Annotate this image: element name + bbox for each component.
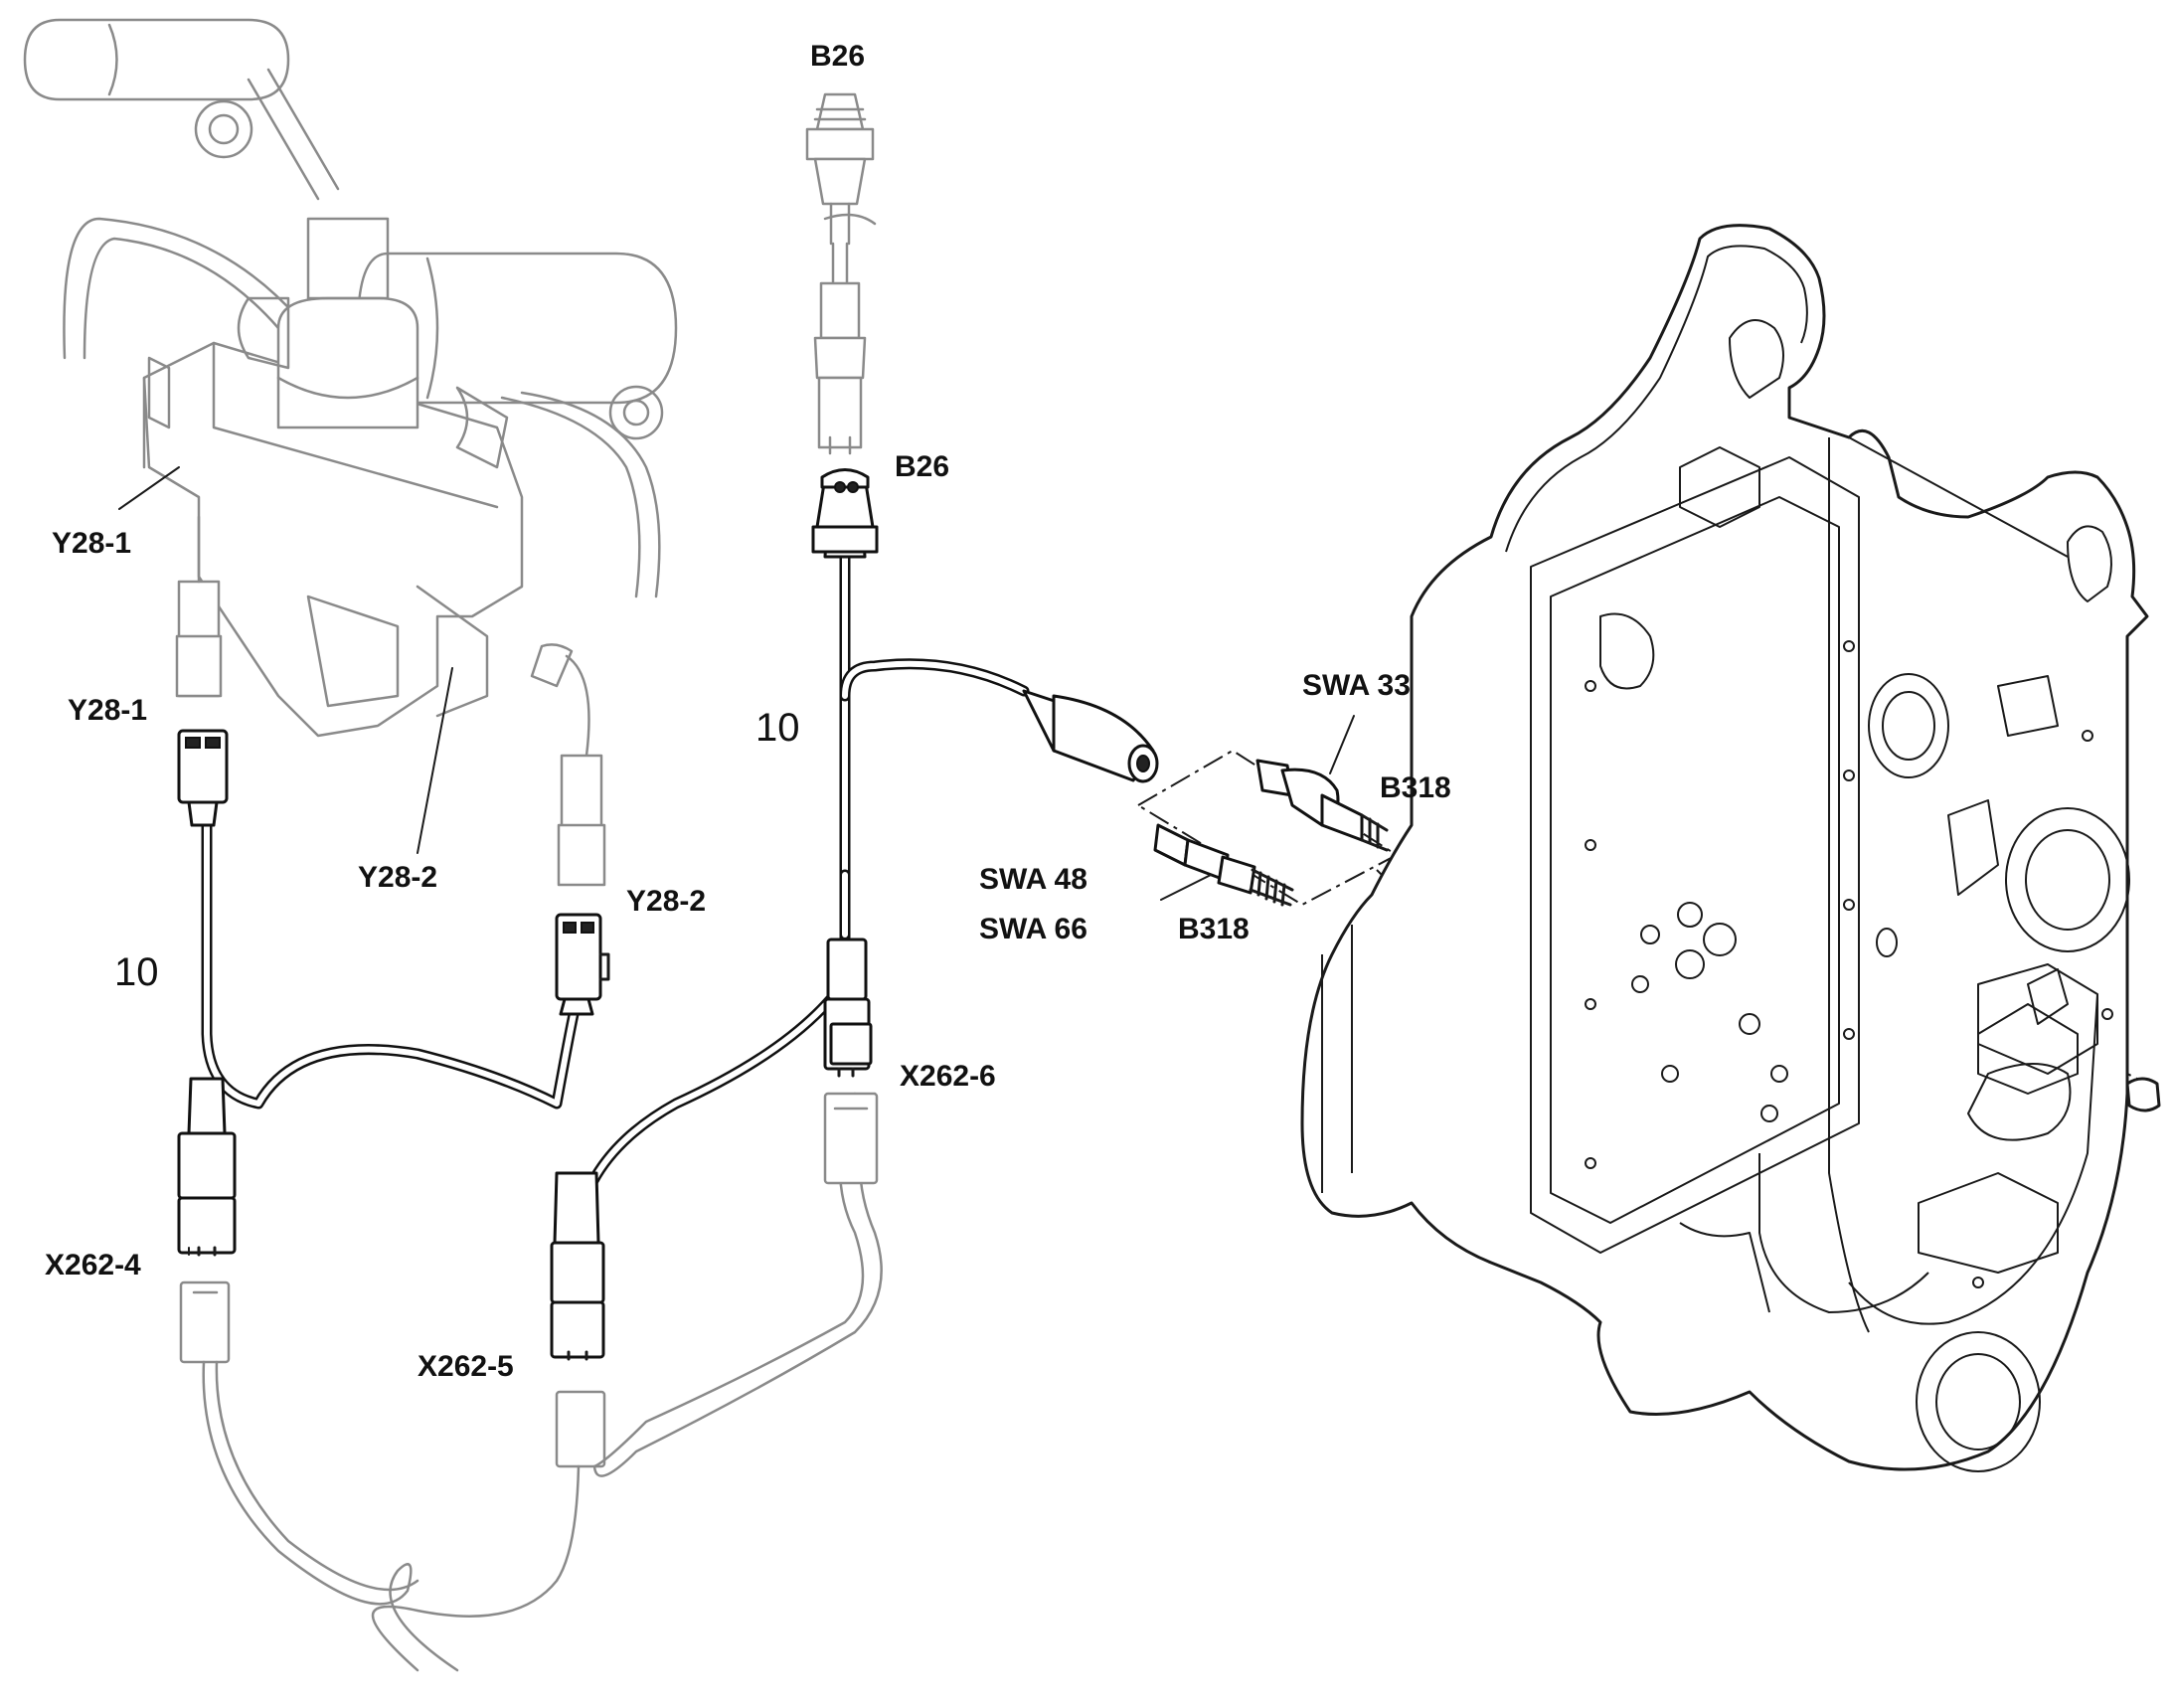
harness-middle <box>550 468 1159 1361</box>
label-swa-66: SWA 66 <box>979 913 1087 945</box>
label-x262-4: X262-4 <box>45 1249 141 1281</box>
label-swa-48: SWA 48 <box>979 863 1087 896</box>
label-item-10-left: 10 <box>114 950 159 994</box>
label-b318-bottom: B318 <box>1178 913 1250 945</box>
harness-left <box>177 729 610 1257</box>
label-x262-6: X262-6 <box>900 1060 996 1093</box>
label-b26-mid: B26 <box>895 450 950 483</box>
label-b26-top: B26 <box>810 40 866 73</box>
label-b318-right: B318 <box>1380 771 1451 804</box>
quick-coupler-frame <box>1300 224 2161 1472</box>
label-swa-33: SWA 33 <box>1302 669 1411 702</box>
label-y28-1-connector: Y28-1 <box>68 694 148 727</box>
leader-y28-1 <box>118 466 180 510</box>
leader-swa-48 <box>1160 874 1212 901</box>
label-y28-2-connector: Y28-2 <box>626 885 707 918</box>
leader-y28-2 <box>417 667 453 854</box>
ghost-mates-bottom <box>179 1092 883 1672</box>
b26-sensor <box>805 92 877 455</box>
leader-swa-33 <box>1329 715 1355 774</box>
label-y28-2-valve: Y28-2 <box>358 861 438 894</box>
label-y28-1-valve: Y28-1 <box>52 527 132 560</box>
switch-assembly <box>1136 749 1399 907</box>
valve-assembly <box>23 18 678 887</box>
label-x262-5: X262-5 <box>418 1350 514 1383</box>
label-item-10-middle: 10 <box>755 706 800 750</box>
